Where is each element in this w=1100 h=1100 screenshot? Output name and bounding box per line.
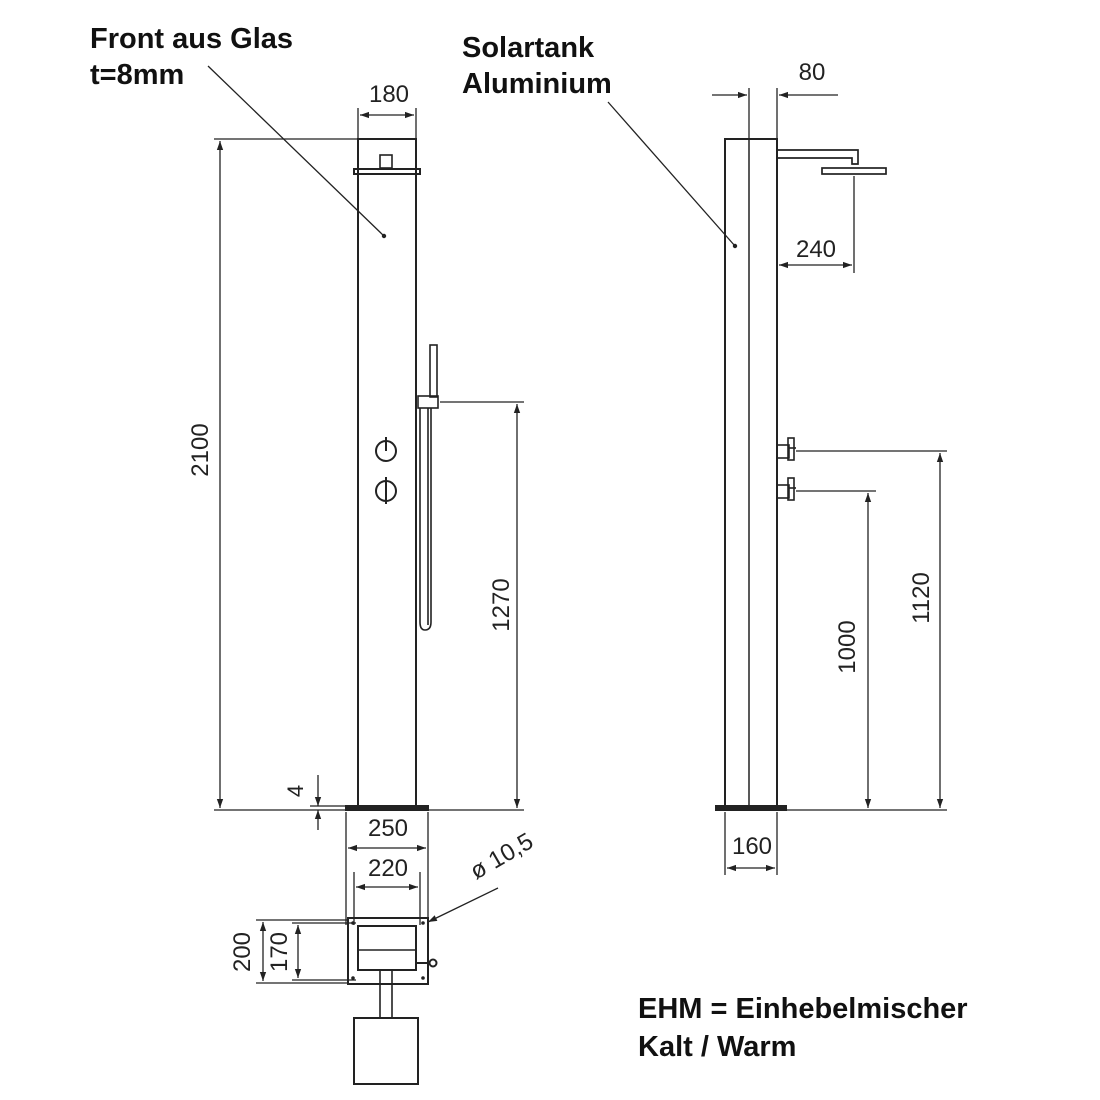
dim-arm-length: 240 [796, 236, 836, 263]
dim-hole-spacing-y: 170 [266, 932, 293, 972]
front-dimensions [214, 108, 524, 984]
side-view [715, 138, 887, 811]
dim-base-depth: 200 [229, 932, 256, 972]
dim-hole-spacing-x: 220 [368, 855, 408, 882]
front-glass-leader [207, 65, 385, 237]
side-base-plate [715, 805, 787, 811]
plan-foundation [353, 1017, 419, 1085]
front-glass-label: Front aus Glas [90, 23, 293, 55]
dim-mixer-lower-height: 1000 [834, 620, 861, 673]
top-valve [379, 154, 393, 169]
mixer-side-upper [776, 437, 796, 461]
legend-ehm: EHM = Einhebelmischer [638, 993, 968, 1025]
front-base-plate [345, 805, 429, 811]
annotations: Front aus Glas t=8mm Solartank Aluminium… [90, 23, 968, 1063]
hand-shower [417, 344, 439, 631]
aluminium-label: Aluminium [462, 68, 612, 100]
plan-column [357, 925, 417, 971]
dim-hole-diameter: ø 10,5 [466, 828, 538, 885]
solar-tank-label: Solartank [462, 32, 595, 64]
plan-pipe [379, 969, 393, 1019]
front-column [357, 138, 417, 808]
solar-tank-leader [607, 101, 736, 247]
dim-side-depth: 160 [732, 833, 772, 860]
front-top-band [353, 168, 421, 175]
side-column [724, 138, 778, 807]
dim-front-width: 180 [369, 81, 409, 108]
plan-base-plate [347, 917, 429, 985]
mixer-side-lower [776, 477, 796, 501]
dim-base-thickness: 4 [283, 785, 308, 797]
dim-mixer-upper-height: 1120 [908, 572, 935, 624]
dimension-labels: 180 2100 1270 4 250 220 ø 10,5 200 170 8… [187, 59, 935, 972]
legend-cold-warm: Kalt / Warm [638, 1031, 796, 1063]
mixer-knob-upper [375, 437, 397, 462]
mixer-knob-lower [375, 477, 397, 504]
dim-base-width: 250 [368, 815, 408, 842]
dim-total-height: 2100 [187, 423, 214, 476]
front-view [345, 138, 439, 811]
glass-thickness-label: t=8mm [90, 59, 184, 91]
plan-view [347, 917, 438, 1085]
dim-hand-shower-height: 1270 [488, 578, 515, 631]
side-dimensions [712, 88, 947, 875]
rain-shower-head [777, 149, 887, 175]
dim-head-offset: 80 [799, 59, 826, 86]
